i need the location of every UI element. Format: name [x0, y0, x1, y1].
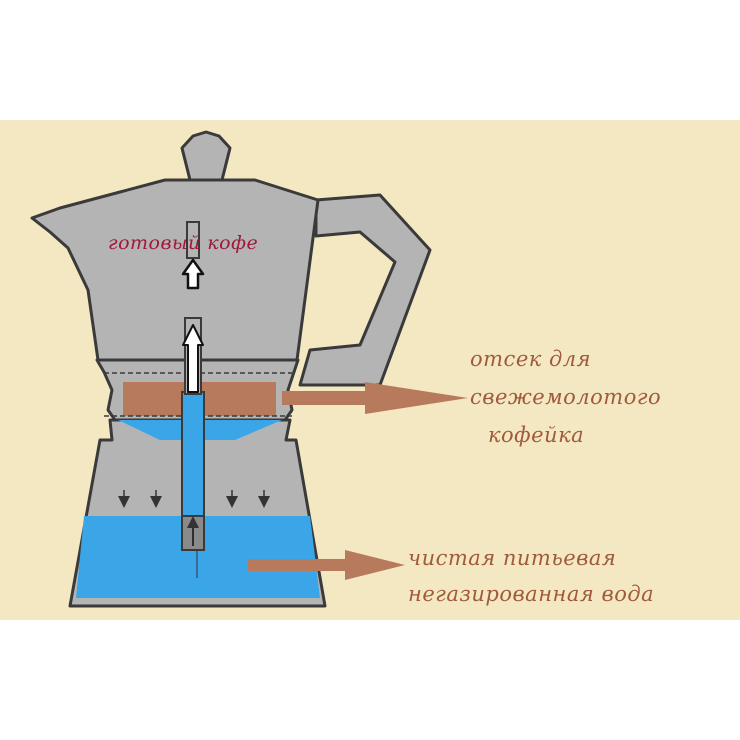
pot-handle [298, 193, 432, 387]
pressure-arrows [118, 490, 270, 508]
boiler-water [76, 516, 320, 598]
coffee-spout-tube [186, 221, 200, 259]
up-arrow-icon [182, 324, 204, 393]
ready-coffee-label: готовый кофе [108, 232, 259, 254]
pointer-arrow-icon [282, 382, 468, 414]
grounds-compartment-label-line: кофейка [488, 423, 585, 447]
water-label-line: негазированная вода [408, 582, 655, 606]
grounds-compartment-label-line: свежемолотого [470, 385, 662, 409]
water-label: чистая питьевая негазированная вода [408, 540, 654, 612]
lid-knob [180, 130, 232, 182]
up-arrow-icon [181, 258, 205, 290]
pointer-arrow-icon [248, 550, 405, 580]
upper-chamber [30, 178, 320, 362]
grounds-compartment-label: отсек для свежемолотого кофейка [470, 340, 661, 454]
grounds-compartment-label-line: отсек для [470, 347, 592, 371]
water-label-line: чистая питьевая [408, 546, 617, 570]
